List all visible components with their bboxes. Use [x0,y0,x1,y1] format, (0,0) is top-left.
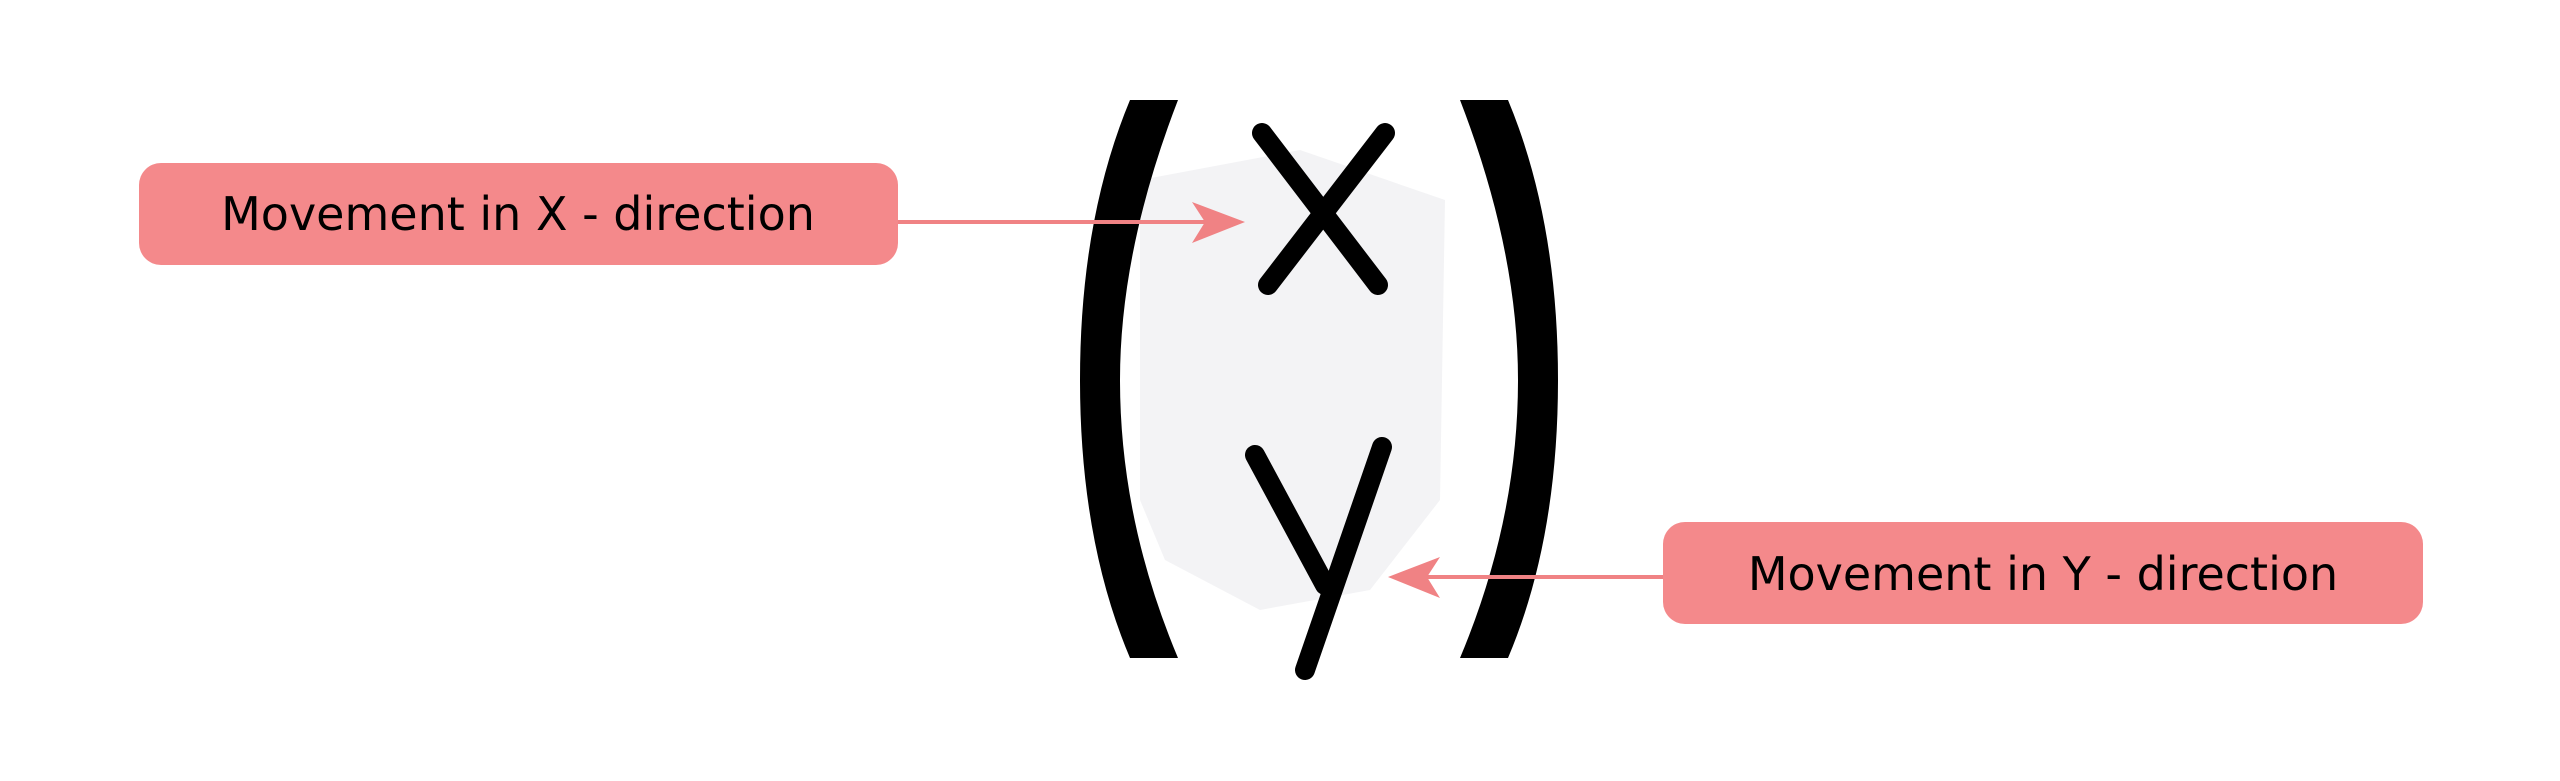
y-direction-arrow [1388,557,1663,598]
right-parenthesis [1460,100,1558,658]
vector-x-component [1252,123,1395,295]
vector-y-component [1245,437,1392,680]
left-parenthesis [1080,100,1178,658]
x-direction-label: Movement in X - direction [221,187,815,241]
x-direction-callout: Movement in X - direction [139,163,898,265]
y-direction-label: Movement in Y - direction [1748,547,2338,601]
x-direction-arrow [898,202,1245,243]
y-direction-callout: Movement in Y - direction [1663,522,2423,624]
